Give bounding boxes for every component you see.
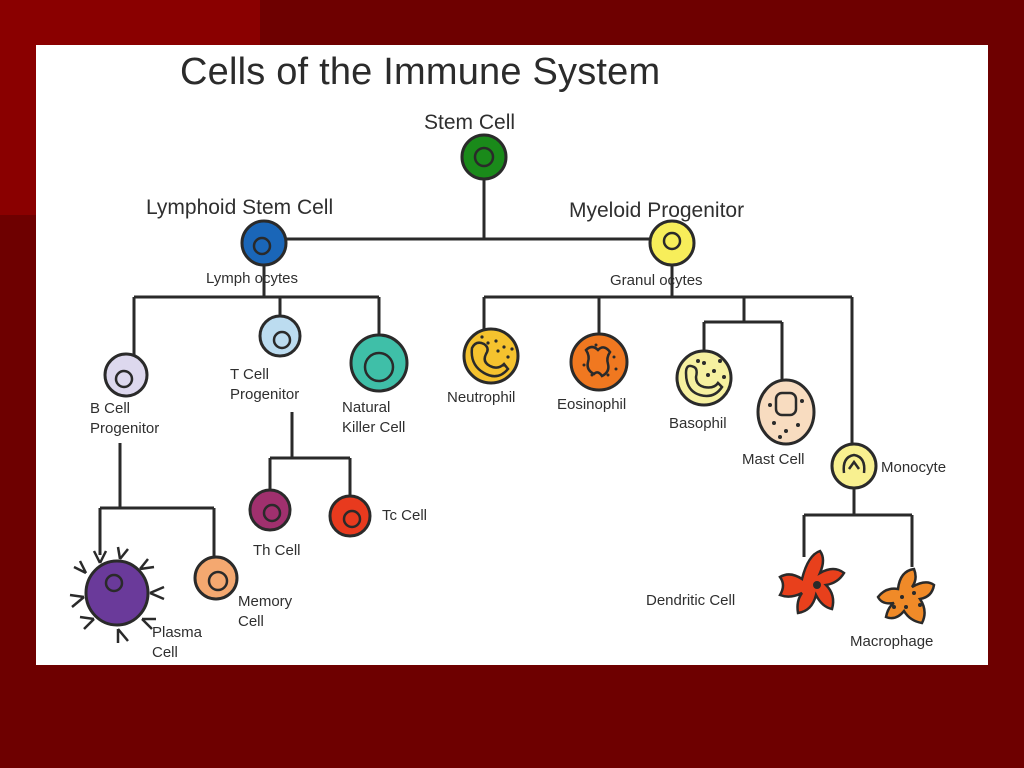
dendritic-cell-icon — [778, 549, 846, 615]
label-dendritic-cell: Dendritic Cell — [646, 592, 736, 609]
diagram-panel: Cells of the Immune System Stem Cell Lym… — [36, 45, 988, 665]
memory-cell-icon — [193, 555, 239, 601]
label-mast-cell: Mast Cell — [742, 451, 805, 468]
myeloid-progenitor-icon — [648, 219, 696, 267]
diagram-title: Cells of the Immune System — [180, 51, 661, 93]
label-memory-cell: Memory Cell — [238, 593, 293, 630]
label-natural-killer-cell: Natural Killer Cell — [342, 399, 406, 436]
plasma-cell-icon — [69, 546, 165, 643]
lymphoid-stem-cell-icon — [240, 219, 288, 267]
monocyte-icon — [830, 442, 878, 490]
th-cell-icon — [248, 488, 292, 532]
label-myeloid-progenitor: Myeloid Progenitor — [569, 199, 745, 222]
connector-lines — [98, 178, 914, 567]
label-neutrophil: Neutrophil — [447, 389, 516, 406]
eosinophil-icon — [569, 332, 629, 392]
label-monocyte: Monocyte — [881, 459, 947, 476]
label-stem-cell: Stem Cell — [424, 111, 516, 134]
label-eosinophil: Eosinophil — [557, 396, 627, 413]
label-b-cell-progenitor: B Cell Progenitor — [90, 400, 160, 437]
natural-killer-cell-icon — [349, 333, 409, 393]
b-cell-progenitor-icon — [103, 352, 149, 398]
label-th-cell: Th Cell — [253, 542, 301, 559]
label-granulocytes: Granul ocytes — [610, 272, 703, 289]
basophil-icon — [675, 349, 733, 407]
mast-cell-icon — [756, 378, 816, 446]
label-lymphoid-stem-cell: Lymphoid Stem Cell — [146, 196, 334, 219]
diagram-canvas — [69, 133, 936, 643]
label-tc-cell: Tc Cell — [382, 507, 428, 524]
tc-cell-icon — [328, 494, 372, 538]
macrophage-icon — [876, 567, 936, 625]
label-macrophage: Macrophage — [850, 633, 934, 650]
label-basophil: Basophil — [669, 415, 727, 432]
t-cell-progenitor-icon — [258, 314, 302, 358]
label-t-cell-progenitor: T Cell Progenitor — [230, 366, 300, 403]
label-plasma-cell: Plasma Cell — [152, 624, 203, 661]
neutrophil-icon — [462, 327, 520, 385]
label-lymphocytes: Lymph ocytes — [206, 270, 298, 287]
stem-cell-icon — [460, 133, 508, 181]
